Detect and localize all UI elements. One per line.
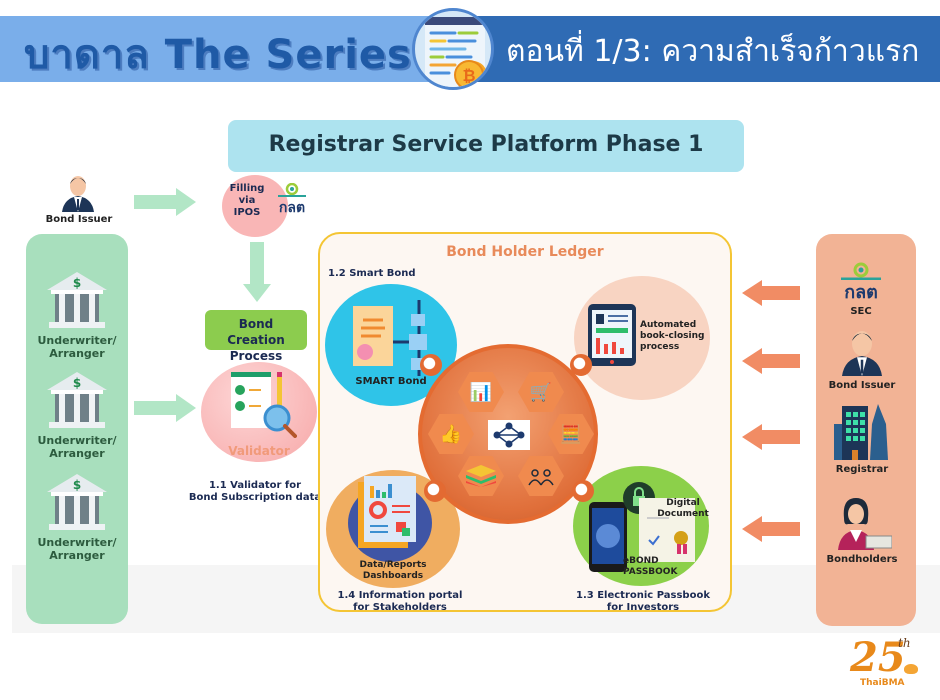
info-portal-line: Data/Reports bbox=[359, 560, 427, 570]
sec-logo-icon: กลต bbox=[274, 182, 310, 218]
hub-knob bbox=[420, 354, 442, 376]
registrar-item: Registrar bbox=[826, 402, 898, 476]
arrow-right-icon bbox=[134, 188, 196, 216]
book-closing-line: book-closing bbox=[640, 330, 705, 341]
digital-doc-line: Digital bbox=[666, 498, 700, 508]
arrow-left-icon bbox=[742, 516, 800, 542]
sec-item: กลต SEC bbox=[836, 262, 886, 318]
bond-issuer-label: Bond Issuer bbox=[828, 380, 896, 391]
hub-knob bbox=[570, 354, 592, 376]
underwriter-item: $ Underwriter/Arranger bbox=[26, 270, 128, 370]
sec-logo-text: กลต bbox=[278, 200, 306, 216]
code-screen-bitcoin-icon: ₿ bbox=[412, 8, 494, 90]
passbook-circle: Digital Document eBOND PASSBOOK bbox=[573, 466, 709, 586]
bondholders-item: Bondholders bbox=[826, 494, 898, 566]
bond-issuer-icon bbox=[842, 331, 882, 376]
bond-issuer-label: Bond Issuer bbox=[45, 214, 113, 225]
smart-bond-label: SMART Bond bbox=[355, 376, 427, 387]
info-portal-caption: for Stakeholders bbox=[353, 602, 447, 613]
passbook-caption: 1.3 Electronic Passbook bbox=[576, 590, 710, 601]
anniversary-suffix: th bbox=[898, 636, 911, 650]
svg-text:$: $ bbox=[73, 478, 81, 492]
diagram-title: Registrar Service Platform Phase 1 bbox=[268, 132, 704, 157]
arrow-right-icon bbox=[134, 394, 196, 422]
svg-text:$: $ bbox=[73, 276, 81, 290]
validator-label: Validator bbox=[228, 444, 290, 458]
smart-contract-icon bbox=[353, 300, 427, 376]
hub-knob bbox=[572, 480, 594, 502]
bank-icon: $ bbox=[47, 372, 107, 428]
sec-logo-text: กลต bbox=[844, 282, 878, 303]
underwriter-label: Underwriter/Arranger bbox=[37, 434, 117, 461]
banner-right bbox=[470, 16, 940, 82]
org-name: ThaiBMA bbox=[860, 678, 905, 688]
bond-creation-line: Creation bbox=[227, 333, 285, 347]
passbook-line: eBOND bbox=[623, 556, 659, 566]
filing-line: Filling bbox=[229, 183, 265, 194]
thaibma-25th-logo: 25 th ThaiBMA bbox=[850, 636, 930, 696]
shopping-cart-icon: 🛒 bbox=[518, 372, 564, 412]
svg-text:₿: ₿ bbox=[462, 66, 475, 85]
bondholder-icon bbox=[838, 498, 893, 550]
svg-text:$: $ bbox=[73, 376, 81, 390]
info-portal-caption: 1.4 Information portal bbox=[337, 590, 463, 601]
filing-line: IPOS bbox=[233, 207, 261, 218]
ledger-title: Bond Holder Ledger bbox=[446, 244, 604, 260]
smartphone-icon bbox=[589, 502, 627, 572]
arrow-left-icon bbox=[742, 424, 800, 450]
user-exchange-icon bbox=[518, 456, 564, 496]
book-closing-line: process bbox=[640, 341, 680, 352]
calculator-icon: 🧮 bbox=[548, 414, 594, 454]
filing-line: via bbox=[238, 195, 256, 206]
registrar-label: Registrar bbox=[835, 464, 889, 475]
underwriter-list: $ Underwriter/Arranger $ Underwriter/Arr… bbox=[26, 270, 128, 572]
certificate-icon bbox=[639, 498, 695, 562]
report-dashboard-icon bbox=[358, 476, 416, 548]
bondholders-label: Bondholders bbox=[826, 554, 898, 565]
building-icon bbox=[834, 404, 888, 460]
sec-label: SEC bbox=[850, 306, 872, 317]
tablet-report-icon bbox=[588, 304, 636, 366]
underwriter-item: $ Underwriter/Arranger bbox=[26, 472, 128, 572]
anniversary-number: 25 bbox=[850, 634, 906, 681]
passbook-caption: for Investors bbox=[606, 602, 680, 613]
bond-creation-box bbox=[205, 310, 307, 350]
bond-issuer-item: Bond Issuer bbox=[826, 326, 898, 392]
bond-creation-line: Process bbox=[229, 349, 283, 363]
checklist-magnifier-icon bbox=[231, 372, 297, 438]
underwriter-label: Underwriter/Arranger bbox=[37, 334, 117, 361]
smart-bond-section-label: 1.2 Smart Bond bbox=[328, 268, 416, 279]
validator-circle: Validator bbox=[201, 362, 317, 462]
sec-logo-icon bbox=[841, 262, 881, 281]
lotus-icon bbox=[904, 664, 918, 674]
bond-issuer-icon bbox=[58, 172, 98, 212]
info-portal-line: Dashboards bbox=[362, 570, 424, 581]
diagram-title-box: Registrar Service Platform Phase 1 bbox=[228, 120, 744, 172]
validator-caption: Bond Subscription data bbox=[188, 492, 322, 503]
hub-knob bbox=[424, 480, 446, 502]
book-closing-circle: Automated book-closing process bbox=[574, 276, 710, 400]
network-lock-icon bbox=[488, 420, 530, 450]
episode-title: ตอนที่ 1/3: ความสำเร็จก้าวแรก bbox=[506, 34, 920, 69]
arrow-left-icon bbox=[742, 348, 800, 374]
filing-ipos-circle: Filling via IPOS bbox=[222, 175, 288, 237]
underwriter-label: Underwriter/Arranger bbox=[37, 536, 117, 563]
digital-doc-line: Document bbox=[657, 508, 709, 519]
arrow-left-icon bbox=[742, 280, 800, 306]
series-title: บาดาล The Series bbox=[24, 32, 412, 78]
bond-creation-line: Bond bbox=[238, 317, 274, 331]
bank-icon: $ bbox=[47, 272, 107, 328]
bank-icon: $ bbox=[47, 474, 107, 530]
validator-caption: 1.1 Validator for bbox=[208, 480, 302, 491]
book-closing-line: Automated bbox=[640, 320, 697, 330]
banner-left bbox=[0, 16, 470, 82]
arrow-down-icon bbox=[243, 242, 271, 302]
underwriter-item: $ Underwriter/Arranger bbox=[26, 370, 128, 472]
passbook-line: PASSBOOK bbox=[623, 566, 678, 577]
